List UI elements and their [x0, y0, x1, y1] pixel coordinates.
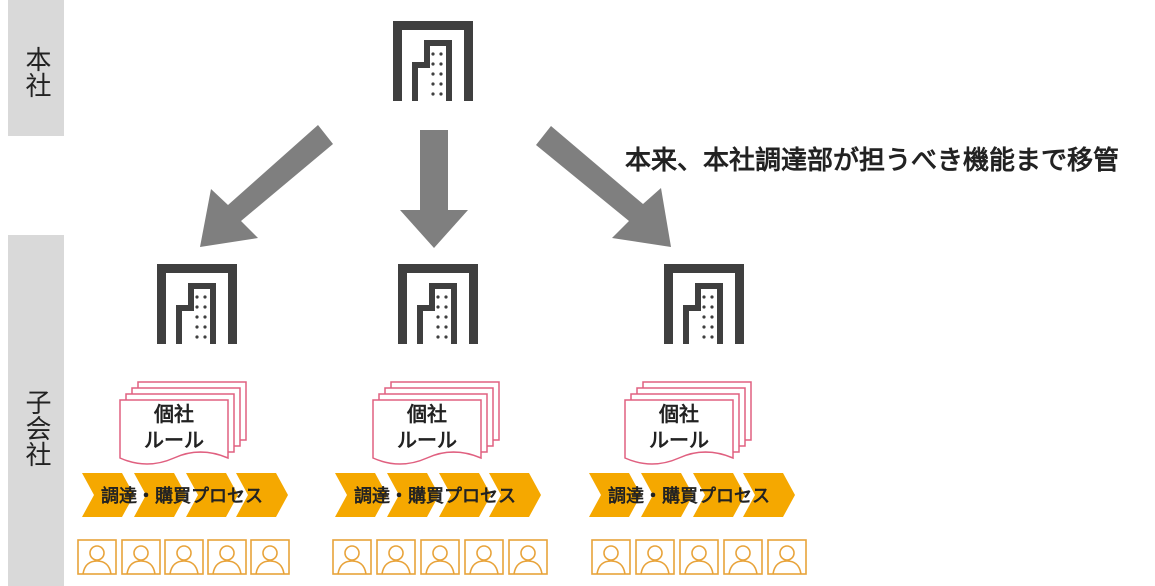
person-icon	[121, 539, 161, 575]
rules-line2: ルール	[649, 428, 709, 452]
person-icon	[464, 539, 504, 575]
person-icon	[164, 539, 204, 575]
person-icon	[250, 539, 290, 575]
person-icon	[767, 539, 807, 575]
person-icon	[635, 539, 675, 575]
person-icon	[376, 539, 416, 575]
process-label: 調達・購買プロセス	[354, 485, 516, 507]
staff-row	[332, 539, 548, 575]
staff-row	[591, 539, 807, 575]
person-icon	[679, 539, 719, 575]
rules-line1: 個社	[153, 402, 194, 426]
arrow-down-icon	[400, 130, 468, 248]
head-office-label: 本社	[21, 46, 51, 98]
person-icon	[207, 539, 247, 575]
head-office-building-icon	[393, 21, 473, 101]
arrow-left-icon	[200, 125, 333, 247]
subsidiary-2: 個社 ルール 調達・購買プロセス	[332, 264, 548, 575]
rules-line2: ルール	[144, 428, 204, 452]
rules-line1: 個社	[658, 402, 699, 426]
rules-line2: ルール	[397, 428, 457, 452]
subsidiary-1: 個社 ルール 調達・購買プロセス	[77, 264, 290, 575]
subsidiary-3: 個社 ルール 調達・購買プロセス	[589, 264, 807, 575]
subsidiary-building-icon	[664, 264, 744, 344]
transfer-caption: 本来、本社調達部が担うべき機能まで移管	[625, 146, 1120, 176]
process-label: 調達・購買プロセス	[101, 485, 263, 507]
arrow-right-icon	[536, 126, 671, 247]
rules-line1: 個社	[406, 402, 447, 426]
head-office-band: 本社	[8, 0, 64, 136]
subsidiary-label: 子会社	[21, 389, 51, 467]
person-icon	[591, 539, 631, 575]
person-icon	[332, 539, 372, 575]
subsidiary-building-icon	[398, 264, 478, 344]
person-icon	[420, 539, 460, 575]
person-icon	[77, 539, 117, 575]
person-icon	[508, 539, 548, 575]
subsidiary-building-icon	[157, 264, 237, 344]
person-icon	[723, 539, 763, 575]
subsidiary-band: 子会社	[8, 235, 64, 586]
staff-row	[77, 539, 290, 575]
process-label: 調達・購買プロセス	[608, 485, 770, 507]
